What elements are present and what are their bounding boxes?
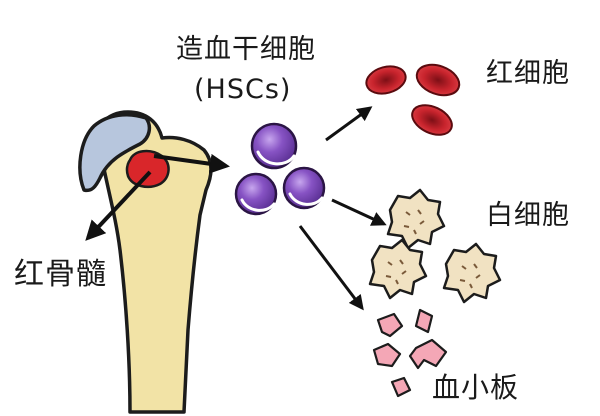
platelet-icon	[408, 338, 448, 370]
arrow-to-white-cells	[331, 198, 387, 226]
red-blood-cell-icon	[415, 63, 461, 97]
stem-cell-abbrev-label: (HSCs)	[194, 74, 292, 105]
platelets	[372, 308, 448, 398]
platelets-label: 血小板	[432, 371, 520, 404]
arrow-to-marrow-label	[85, 170, 152, 241]
red-marrow-spot	[125, 149, 170, 188]
platelet-icon	[414, 308, 434, 334]
red-blood-cells	[365, 63, 461, 136]
cartilage-cap	[78, 112, 152, 193]
arrow-to-platelets	[298, 225, 364, 311]
stem-cell-cluster	[234, 122, 326, 216]
red-blood-cell-icon	[411, 104, 453, 136]
white-blood-cell-icon	[442, 242, 502, 304]
red-blood-cell-icon	[365, 65, 407, 95]
bone-illustration	[78, 110, 213, 414]
red-blood-cells-label: 红细胞	[486, 58, 570, 89]
white-blood-cells	[368, 188, 502, 304]
stem-cell-label: 造血干细胞	[176, 34, 316, 65]
arrow-to-stem-cells	[153, 153, 230, 174]
red-bone-marrow-label: 红骨髓	[14, 257, 107, 292]
platelet-icon	[376, 312, 404, 338]
white-blood-cells-label: 白细胞	[486, 200, 570, 231]
platelet-icon	[372, 342, 402, 368]
white-blood-cell-icon	[386, 188, 446, 250]
arrow-to-red-cells	[325, 106, 373, 142]
platelet-icon	[390, 376, 412, 398]
white-blood-cell-icon	[368, 238, 428, 300]
